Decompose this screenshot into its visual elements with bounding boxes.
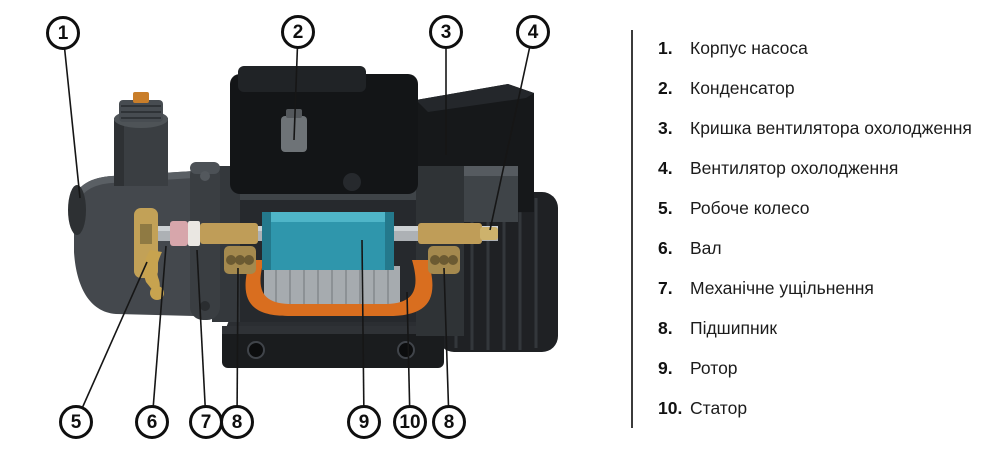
- legend-item-3: 3. Кришка вентилятора охолодження: [658, 108, 998, 148]
- legend-item-5: 5. Робоче колесо: [658, 188, 998, 228]
- legend-number: 2.: [658, 77, 673, 98]
- legend-item-2: 2. Конденсатор: [658, 68, 998, 108]
- legend-divider: [631, 30, 633, 428]
- callout-2: 2: [281, 15, 315, 49]
- legend-label: Конденсатор: [690, 77, 795, 98]
- callout-6-label: 6: [146, 411, 158, 433]
- legend-item-10: 10. Статор: [658, 388, 998, 428]
- callout-9-label: 9: [358, 411, 370, 433]
- legend-item-4: 4. Вентилятор охолодження: [658, 148, 998, 188]
- bearing-left: [224, 246, 256, 274]
- callout-1-label: 1: [57, 22, 69, 44]
- drain-plug: [143, 250, 164, 300]
- legend-item-6: 6. Вал: [658, 228, 998, 268]
- legend-label: Статор: [690, 397, 748, 418]
- callout-8-right: 8: [432, 405, 466, 439]
- legend-label: Корпус насоса: [690, 37, 808, 58]
- legend-label: Ротор: [690, 357, 738, 378]
- legend-label: Кришка вентилятора охолодження: [690, 117, 972, 138]
- legend-item-1: 1. Корпус насоса: [658, 28, 998, 68]
- legend-label: Вентилятор охолодження: [690, 157, 899, 178]
- legend-number: 7.: [658, 277, 673, 298]
- stator-laminations: [264, 266, 400, 310]
- legend-number: 4.: [658, 157, 673, 178]
- legend-number: 1.: [658, 37, 673, 58]
- legend-label: Вал: [690, 237, 722, 258]
- legend-label: Підшипник: [690, 317, 778, 338]
- legend: 1. Корпус насоса 2. Конденсатор 3. Кришка в…: [658, 28, 998, 428]
- diagram-area: 1 2 3 4 5 6 7 8 9 10 8: [46, 15, 558, 439]
- callout-3: 3: [429, 15, 463, 49]
- legend-item-7: 7. Механічне ущільнення: [658, 268, 998, 308]
- callout-8-left-label: 8: [231, 411, 243, 433]
- inlet-port: [114, 92, 168, 186]
- callout-8-left: 8: [220, 405, 254, 439]
- callout-10-label: 10: [399, 411, 421, 433]
- callout-3-label: 3: [440, 21, 452, 43]
- callout-7: 7: [189, 405, 223, 439]
- terminal-box: [230, 66, 418, 194]
- stator-winding: [245, 260, 433, 316]
- legend-number: 5.: [658, 197, 673, 218]
- mechanical-seal: [170, 221, 200, 246]
- legend-item-9: 9. Ротор: [658, 348, 998, 388]
- legend-number: 10.: [658, 397, 683, 418]
- bearing-right: [428, 246, 460, 274]
- legend-number: 9.: [658, 357, 673, 378]
- legend-label: Механічне ущільнення: [690, 277, 874, 298]
- callout-7-label: 7: [200, 411, 212, 433]
- callout-8-right-label: 8: [443, 411, 455, 433]
- callout-5-label: 5: [70, 411, 82, 433]
- legend-number: 3.: [658, 117, 673, 138]
- callout-4-label: 4: [527, 21, 539, 43]
- callout-4: 4: [516, 15, 550, 49]
- callout-5: 5: [59, 405, 93, 439]
- callout-6: 6: [135, 405, 169, 439]
- legend-label: Робоче колесо: [690, 197, 810, 218]
- callout-9: 9: [347, 405, 381, 439]
- rotor: [262, 212, 394, 270]
- legend-number: 8.: [658, 317, 673, 338]
- pump-illustration: [62, 31, 558, 423]
- callout-1: 1: [46, 16, 80, 50]
- legend-item-8: 8. Підшипник: [658, 308, 998, 348]
- legend-number: 6.: [658, 237, 673, 258]
- callout-10: 10: [393, 405, 427, 439]
- callout-2-label: 2: [292, 21, 304, 43]
- leader-lines: [62, 31, 534, 423]
